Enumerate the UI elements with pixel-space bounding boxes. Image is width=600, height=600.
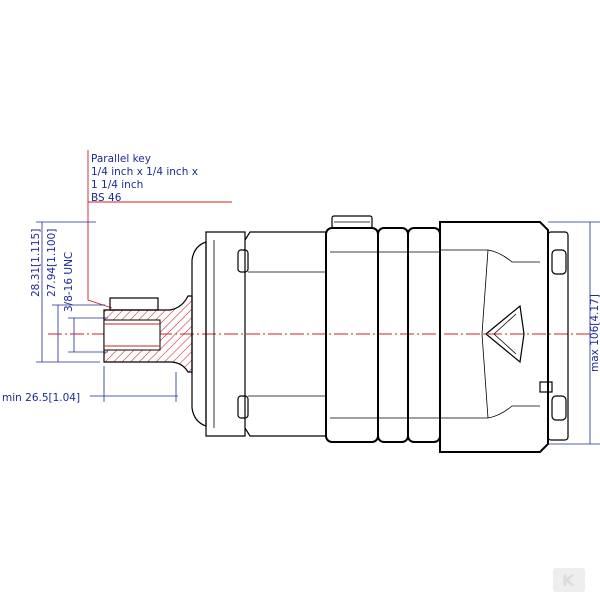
shaft-section: [103, 295, 193, 373]
parallel-key-note: Parallel key 1/4 inch x 1/4 inch x 1 1/4…: [87, 150, 232, 309]
threaded-bore: [103, 319, 161, 351]
dim-a-label: 28.31[1.115]: [30, 229, 42, 297]
end-bolt-top: [551, 249, 567, 275]
flange-bolt-top: [237, 249, 249, 273]
dim-b-label: 27.94[1.100]: [46, 229, 58, 297]
body-segment-1: [325, 227, 379, 443]
max-height-label: max 106[4.17]: [589, 294, 600, 372]
note-leader: [87, 150, 113, 309]
rear-housing-curve-bottom: [440, 405, 540, 419]
body-segment-2: [377, 227, 409, 443]
rear-chevron-inner-2: [493, 333, 517, 355]
end-cap: [547, 231, 569, 441]
rear-housing-curve-top: [440, 249, 540, 263]
end-step: [539, 381, 553, 393]
end-bolt-bottom: [551, 395, 567, 421]
parallel-key: [109, 297, 159, 311]
flange-body: [205, 231, 246, 437]
motor-body: [325, 215, 569, 453]
note-line-1: Parallel key: [91, 153, 151, 165]
rear-housing: [439, 221, 549, 453]
logo-letter: K: [562, 571, 575, 590]
rear-chevron: [485, 304, 525, 364]
body-segment-3: [407, 227, 441, 443]
note-line-4: BS 46: [91, 192, 122, 204]
rear-chevron-inner-1: [493, 313, 517, 335]
note-line-3: 1 1/4 inch: [91, 179, 143, 191]
brand-logo: K: [553, 568, 585, 592]
logo-badge: [553, 568, 585, 592]
rear-housing-taper: [481, 249, 489, 419]
flange-bolt-bottom: [237, 395, 249, 419]
right-dimension: max 106[4.17]: [548, 221, 600, 445]
thread-label: 3/8-16 UNC: [63, 252, 75, 312]
note-line-2: 1/4 inch x 1/4 inch x: [91, 166, 198, 178]
min-length-label: min 26.5[1.04]: [2, 392, 80, 404]
left-dimensions: 28.31[1.115] 27.94[1.100] 3/8-16 UNC min…: [2, 221, 178, 404]
